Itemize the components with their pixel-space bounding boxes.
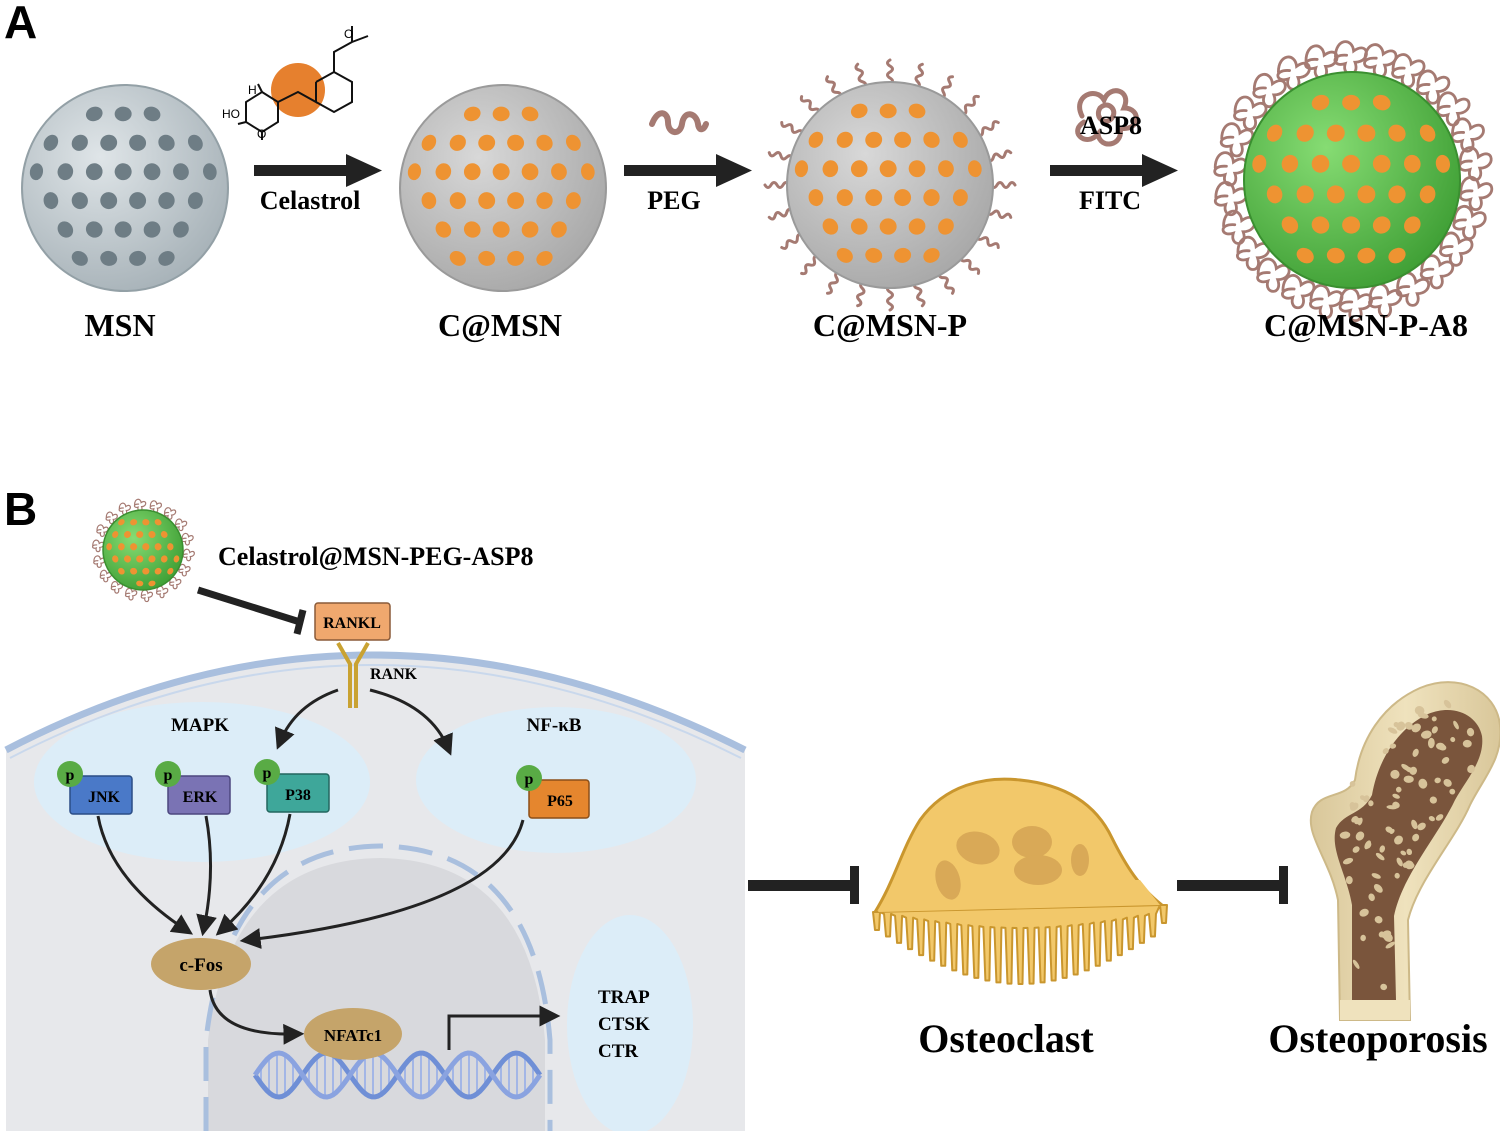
rank-label: RANK — [370, 666, 418, 683]
panel-label-a: A — [4, 0, 37, 48]
atom-h: H — [248, 83, 257, 97]
femur-bone-icon — [1309, 681, 1500, 1021]
osteoclast-label: Osteoclast — [918, 1016, 1094, 1061]
erk-label: ERK — [183, 789, 218, 806]
jnk-label: JNK — [88, 789, 121, 806]
c-msn-p-a8-pores — [1252, 94, 1451, 264]
atom-o2: O — [344, 27, 353, 41]
nfatc1-label: NFATc1 — [324, 1026, 382, 1045]
jnk-phospho: p — [66, 767, 75, 784]
arrow-to-mapk — [275, 688, 339, 750]
arrow-erk-cfos — [196, 815, 217, 937]
atom-o1: O — [257, 127, 266, 141]
rankl-label: RANKL — [323, 615, 381, 632]
gene-ctr: CTR — [598, 1041, 638, 1062]
peg-chain-icon — [649, 110, 709, 135]
c-msn-particle — [399, 84, 607, 292]
p65-phospho: p — [525, 771, 534, 788]
celastrol-molecule-icon — [237, 26, 369, 140]
label-c-msn-p-a8: C@MSN-P-A8 — [1264, 307, 1468, 343]
cfos-node — [151, 938, 251, 990]
gene-trap: TRAP — [598, 987, 650, 1008]
dna-helix — [252, 1050, 543, 1100]
target-gene-cluster — [567, 915, 693, 1135]
nanoparticle-small-icon — [91, 498, 195, 603]
label-peg: PEG — [647, 186, 700, 215]
arrow-peg — [624, 154, 752, 187]
arrow-celastrol — [254, 154, 382, 187]
asp8-peptide-icon — [1075, 88, 1139, 147]
gene-ctsk: CTSK — [598, 1014, 650, 1035]
label-c-msn: C@MSN — [438, 307, 562, 343]
label-msn: MSN — [84, 307, 155, 343]
c-msn-p-particle — [763, 58, 1017, 312]
erk-node: p ERK — [155, 761, 231, 815]
arrow-p65-cfos — [239, 819, 525, 949]
peg-chains — [763, 58, 1017, 312]
mapk-label: MAPK — [171, 715, 229, 736]
inhibit-osteoclast — [748, 866, 859, 904]
nfatc1-node — [304, 1008, 402, 1060]
p65-node: p P65 — [516, 765, 590, 819]
p38-phospho: p — [263, 765, 272, 782]
arrow-jnk-cfos — [96, 815, 194, 935]
msn-particle — [21, 84, 229, 292]
arrow-cfos-nfatc1 — [208, 989, 305, 1045]
c-msn-p-pores — [794, 103, 982, 263]
nfkb-label: NF-κB — [527, 715, 582, 736]
label-celastrol: Celastrol — [260, 186, 361, 215]
label-asp8: ASP8 — [1080, 111, 1142, 140]
osteoclast-icon — [872, 777, 1168, 985]
label-c-msn-p: C@MSN-P — [813, 307, 967, 343]
msn-pores — [29, 106, 217, 266]
p38-label: P38 — [285, 787, 311, 804]
asp8-tangles — [1213, 40, 1494, 323]
c-msn-pores — [407, 106, 595, 266]
arrow-to-nfkb — [369, 688, 453, 756]
jnk-node: p JNK — [57, 761, 133, 815]
panel-label-b: B — [4, 483, 37, 535]
inhibit-rankl — [196, 586, 307, 635]
p38-node: p P38 — [254, 759, 330, 813]
p65-label: P65 — [547, 793, 573, 810]
arrow-p38-cfos — [215, 813, 292, 936]
inhibit-osteoporosis — [1177, 866, 1288, 904]
atom-ho: HO — [222, 107, 240, 121]
osteoporosis-label: Osteoporosis — [1268, 1016, 1487, 1061]
arrow-asp8-fitc — [1050, 154, 1178, 187]
c-msn-p-a8-particle — [1213, 40, 1494, 323]
label-fitc: FITC — [1079, 186, 1141, 215]
rankl-box — [314, 602, 391, 641]
erk-phospho: p — [164, 767, 173, 784]
drug-label: Celastrol@MSN-PEG-ASP8 — [218, 542, 533, 571]
cfos-label: c-Fos — [179, 955, 222, 976]
arrow-transcription — [447, 1005, 561, 1050]
rank-receptor — [336, 642, 370, 708]
